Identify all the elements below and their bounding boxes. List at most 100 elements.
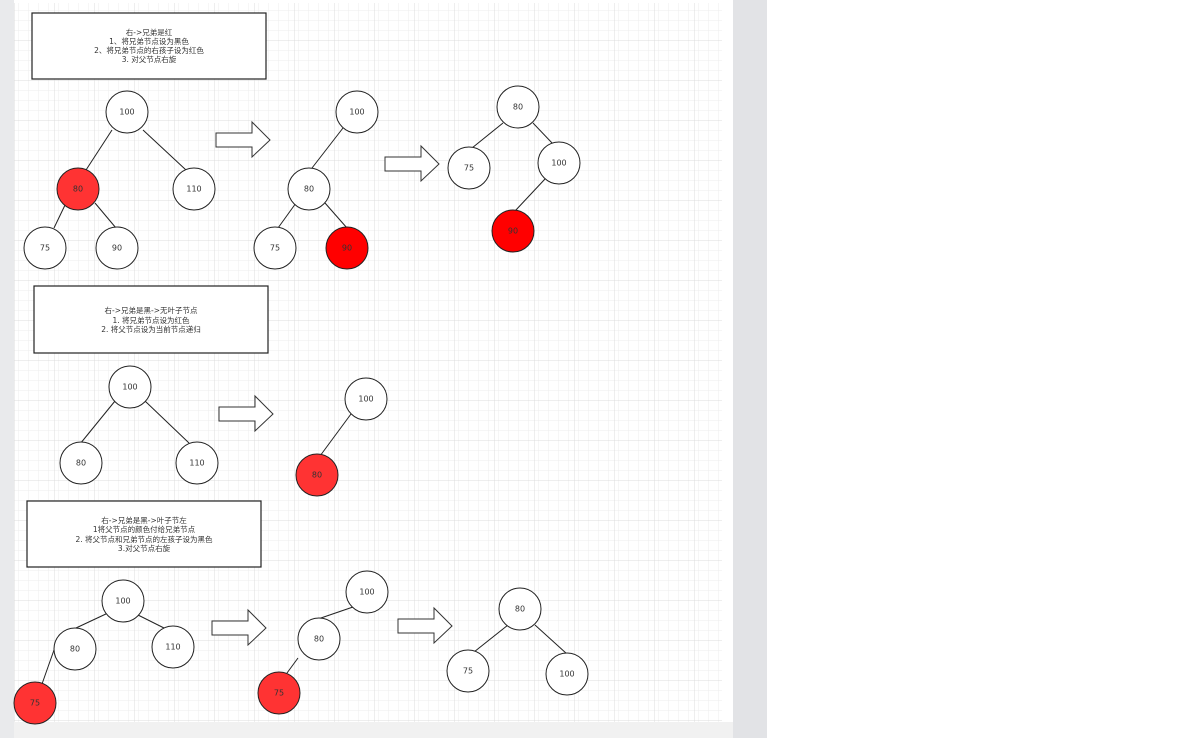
tree-node[interactable]: 90 — [491, 209, 535, 253]
tree-node[interactable]: 80 — [56, 167, 100, 211]
edge — [471, 122, 504, 149]
tree-node[interactable]: 80 — [496, 85, 540, 129]
note-3-line-4: 3.对父节点右旋 — [118, 543, 171, 553]
svg-text:75: 75 — [270, 244, 280, 253]
right-arrow-icon — [211, 608, 267, 647]
tree-2b: 100 80 — [295, 377, 388, 497]
edge — [319, 413, 352, 457]
edge — [532, 122, 554, 145]
tree-node[interactable]: 90 — [325, 226, 369, 270]
right-arrow-icon — [384, 144, 440, 183]
svg-text:100: 100 — [559, 670, 574, 679]
tree-node[interactable]: 75 — [13, 681, 57, 725]
page-right-edge — [733, 0, 767, 738]
tree-node[interactable]: 75 — [257, 671, 301, 715]
note-1-line-1: 右->兄弟是红 — [126, 27, 173, 37]
svg-text:75: 75 — [30, 699, 40, 708]
tree-1c: 80 75 100 90 — [447, 85, 581, 253]
edge — [324, 202, 348, 229]
edge — [317, 606, 354, 620]
svg-text:80: 80 — [312, 471, 322, 480]
note-1-line-3: 2、将兄弟节点的右孩子设为红色 — [94, 45, 204, 55]
tree-node[interactable]: 100 — [344, 377, 388, 421]
tree-node[interactable]: 80 — [53, 627, 97, 671]
note-2-line-2: 1. 将兄弟节点设为红色 — [112, 315, 190, 325]
right-arrow-icon — [218, 394, 274, 433]
edge — [286, 657, 299, 674]
note-box-1[interactable]: 右->兄弟是红 1、将兄弟节点设为黑色 2、将兄弟节点的右孩子设为红色 3. 对… — [31, 12, 267, 80]
svg-text:75: 75 — [274, 689, 284, 698]
edge — [137, 614, 167, 630]
edge — [53, 202, 67, 229]
svg-text:80: 80 — [73, 185, 83, 194]
svg-text:90: 90 — [508, 227, 518, 236]
tree-node[interactable]: 75 — [253, 226, 297, 270]
note-3-line-2: 1将父节点的颜色付给兄弟节点 — [93, 524, 196, 534]
svg-text:100: 100 — [349, 108, 364, 117]
svg-text:110: 110 — [189, 459, 204, 468]
note-1-line-2: 1、将兄弟节点设为黑色 — [109, 36, 189, 46]
tree-node[interactable]: 100 — [335, 90, 379, 134]
edge — [144, 400, 190, 444]
tree-node[interactable]: 80 — [59, 441, 103, 485]
svg-text:110: 110 — [165, 643, 180, 652]
tree-3b: 100 80 75 — [257, 570, 389, 715]
svg-text:100: 100 — [119, 108, 134, 117]
tree-node[interactable]: 100 — [105, 90, 149, 134]
svg-text:75: 75 — [464, 164, 474, 173]
svg-text:100: 100 — [115, 597, 130, 606]
tree-node[interactable]: 80 — [498, 587, 542, 631]
edge — [277, 202, 297, 229]
tree-node[interactable]: 110 — [172, 167, 216, 211]
edge — [534, 624, 568, 655]
svg-text:75: 75 — [40, 244, 50, 253]
note-1-line-4: 3. 对父节点右旋 — [122, 54, 177, 64]
tree-node[interactable]: 80 — [287, 167, 331, 211]
right-arrow-icon — [215, 120, 271, 159]
note-3-line-3: 2. 将父节点和兄弟节点的左孩子设为黑色 — [75, 534, 213, 544]
edge — [75, 612, 109, 629]
tree-node[interactable]: 90 — [95, 226, 139, 270]
tree-node[interactable]: 100 — [101, 579, 145, 623]
edge — [41, 649, 55, 685]
tree-node[interactable]: 100 — [545, 652, 589, 696]
right-arrow-icon — [397, 606, 453, 645]
edge — [514, 178, 546, 212]
svg-text:80: 80 — [70, 645, 80, 654]
svg-text:100: 100 — [122, 383, 137, 392]
note-box-3[interactable]: 右->兄弟是黑->叶子节左 1将父节点的颜色付给兄弟节点 2. 将父节点和兄弟节… — [26, 500, 262, 568]
svg-text:90: 90 — [112, 244, 122, 253]
tree-node[interactable]: 75 — [447, 146, 491, 190]
svg-text:110: 110 — [186, 185, 201, 194]
tree-node[interactable]: 100 — [345, 570, 389, 614]
tree-node[interactable]: 75 — [23, 226, 67, 270]
svg-text:100: 100 — [358, 395, 373, 404]
tree-node[interactable]: 110 — [151, 625, 195, 669]
edge — [473, 624, 509, 653]
tree-1a: 100 80 110 75 90 — [23, 90, 216, 270]
tree-node[interactable]: 100 — [537, 141, 581, 185]
note-box-2[interactable]: 右->兄弟是黑->无叶子节点 1. 将兄弟节点设为红色 2. 将父节点设为当前节… — [33, 285, 269, 354]
note-2-line-3: 2. 将父节点设为当前节点递归 — [101, 324, 201, 334]
left-margin — [0, 0, 14, 738]
svg-text:80: 80 — [304, 185, 314, 194]
tree-node[interactable]: 75 — [446, 649, 490, 693]
tree-node[interactable]: 110 — [175, 441, 219, 485]
svg-text:100: 100 — [551, 159, 566, 168]
tree-node[interactable]: 80 — [295, 453, 339, 497]
tree-3a: 100 80 110 75 — [13, 579, 195, 725]
tree-2a: 100 80 110 — [59, 365, 219, 485]
edge — [85, 129, 113, 171]
svg-text:80: 80 — [76, 459, 86, 468]
tree-1b: 100 80 75 90 — [253, 90, 379, 270]
tree-node[interactable]: 100 — [108, 365, 152, 409]
edge — [79, 400, 116, 445]
tree-3c: 80 75 100 — [446, 587, 589, 696]
svg-text:80: 80 — [515, 605, 525, 614]
tree-node[interactable]: 80 — [297, 617, 341, 661]
note-3-line-1: 右->兄弟是黑->叶子节左 — [101, 515, 187, 525]
edge — [142, 129, 187, 171]
edge — [94, 202, 117, 229]
svg-text:80: 80 — [513, 103, 523, 112]
